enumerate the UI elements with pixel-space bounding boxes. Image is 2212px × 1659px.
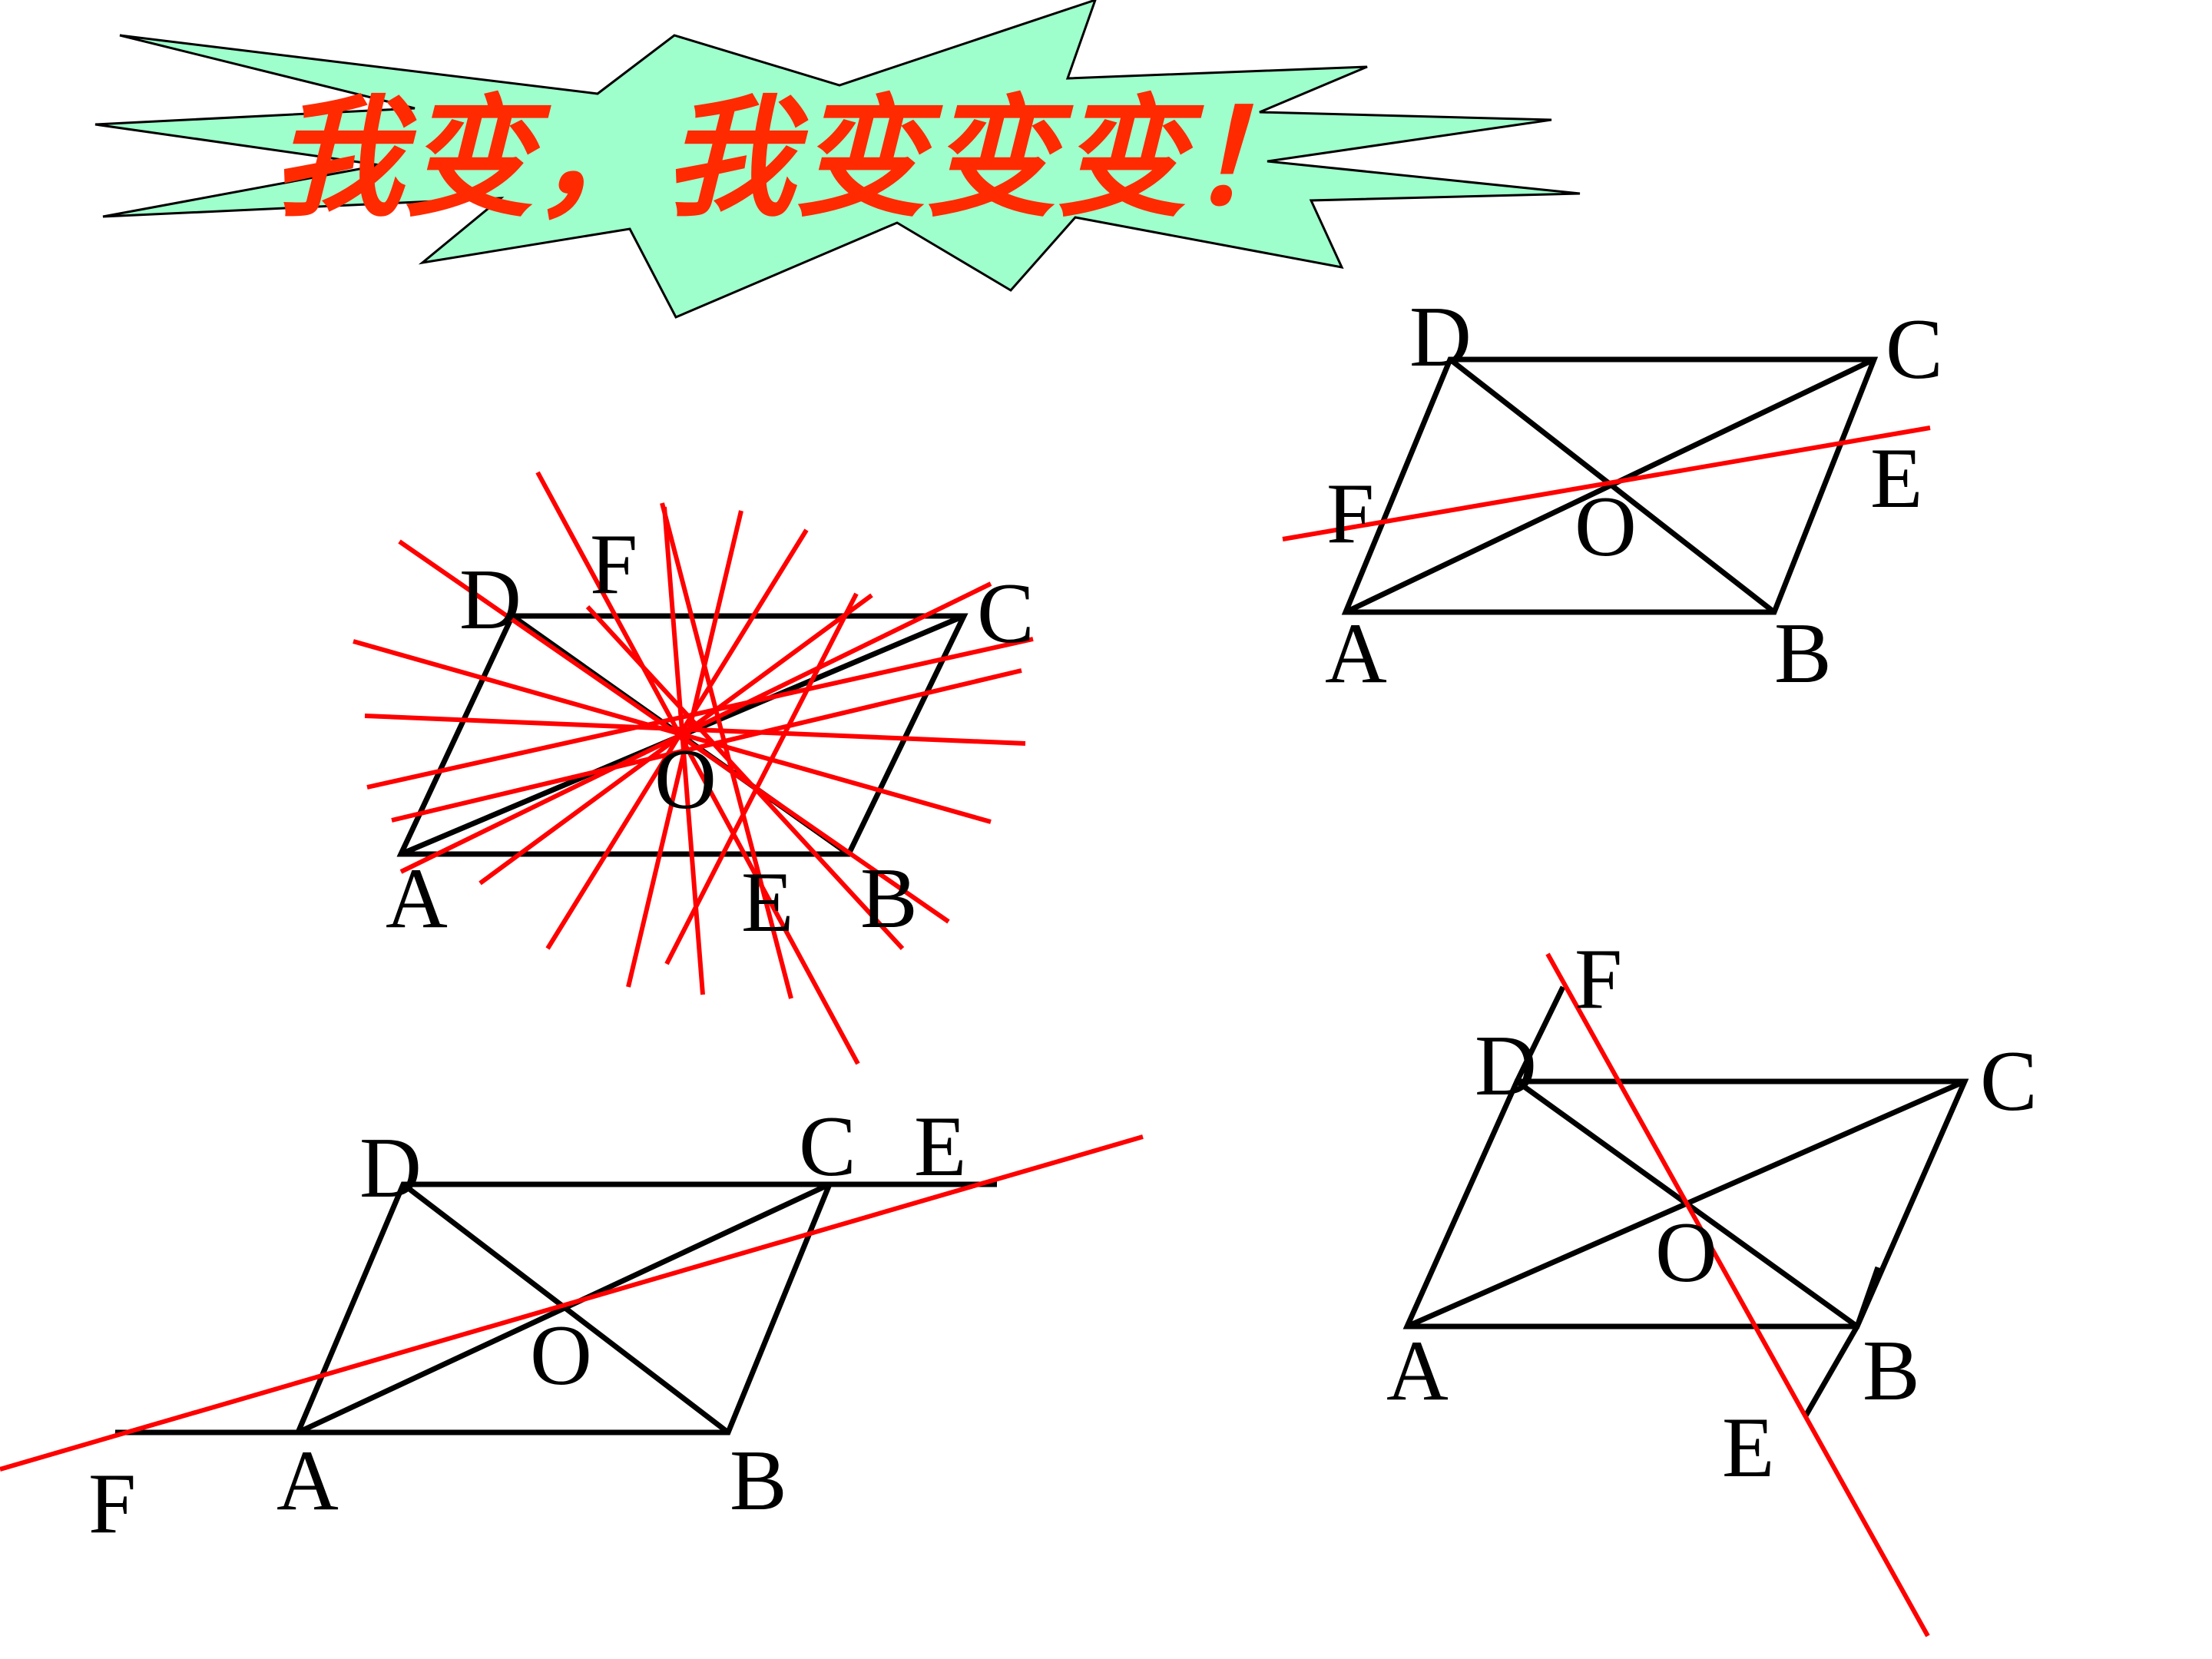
label-f: F	[88, 1456, 136, 1551]
line-through-o	[660, 502, 793, 999]
line-ef	[1545, 952, 1930, 1637]
diagonal-bd	[1448, 357, 1777, 614]
label-f: F	[1326, 466, 1374, 561]
extension-be	[1802, 1325, 1860, 1419]
extension-bc	[1854, 1266, 1881, 1328]
line-ef	[0, 1134, 1144, 1472]
parallelogram-abcd	[115, 1181, 997, 1435]
label-a: A	[1325, 606, 1387, 701]
title-burst-shape	[94, 0, 1581, 319]
label-o: O	[654, 732, 717, 827]
label-c: C	[1980, 1034, 2038, 1129]
label-o: O	[530, 1308, 592, 1403]
label-e: E	[741, 855, 793, 950]
label-b: B	[730, 1433, 787, 1528]
line-through-o	[398, 539, 950, 924]
extension-df	[1514, 985, 1566, 1083]
line-through-o	[364, 714, 1026, 746]
label-a: A	[386, 851, 448, 946]
lines-through-o	[353, 471, 1034, 1065]
line-through-o	[391, 668, 1022, 823]
parallelogram-abcd	[1341, 356, 1879, 615]
label-o: O	[1655, 1205, 1717, 1300]
label-e: E	[914, 1099, 966, 1194]
label-d: D	[1409, 290, 1472, 385]
line-through-o	[535, 471, 860, 1065]
figure-top-right: D C F E O A B	[1282, 290, 1943, 701]
page-title: 我变，我变变变！	[273, 81, 1317, 235]
label-a: A	[1386, 1323, 1449, 1419]
diagonal-bd	[401, 1182, 730, 1435]
label-e: E	[1722, 1400, 1774, 1495]
line-ef	[1282, 426, 1931, 541]
label-d: D	[359, 1121, 422, 1216]
label-a: A	[276, 1433, 339, 1528]
figure-center-star: D F C O A E B	[353, 471, 1035, 1065]
label-d: D	[1475, 1018, 1537, 1114]
figure-bottom-left: D C E O A B F	[0, 1099, 1144, 1551]
label-f: F	[590, 517, 637, 612]
label-b: B	[1774, 606, 1832, 701]
label-c: C	[799, 1099, 856, 1194]
line-through-o	[366, 637, 1034, 790]
line-through-o	[664, 592, 859, 965]
label-f: F	[1575, 932, 1622, 1027]
figure-bottom-right: F D C O A B E	[1386, 932, 2038, 1637]
label-c: C	[977, 566, 1035, 661]
label-e: E	[1870, 431, 1922, 526]
line-through-o	[585, 604, 905, 951]
title-banner: 我变，我变变变！	[94, 0, 1581, 319]
label-b: B	[860, 851, 918, 946]
label-c: C	[1886, 302, 1943, 397]
label-b: B	[1863, 1323, 1920, 1419]
label-o: O	[1575, 479, 1637, 575]
label-d: D	[459, 552, 522, 647]
